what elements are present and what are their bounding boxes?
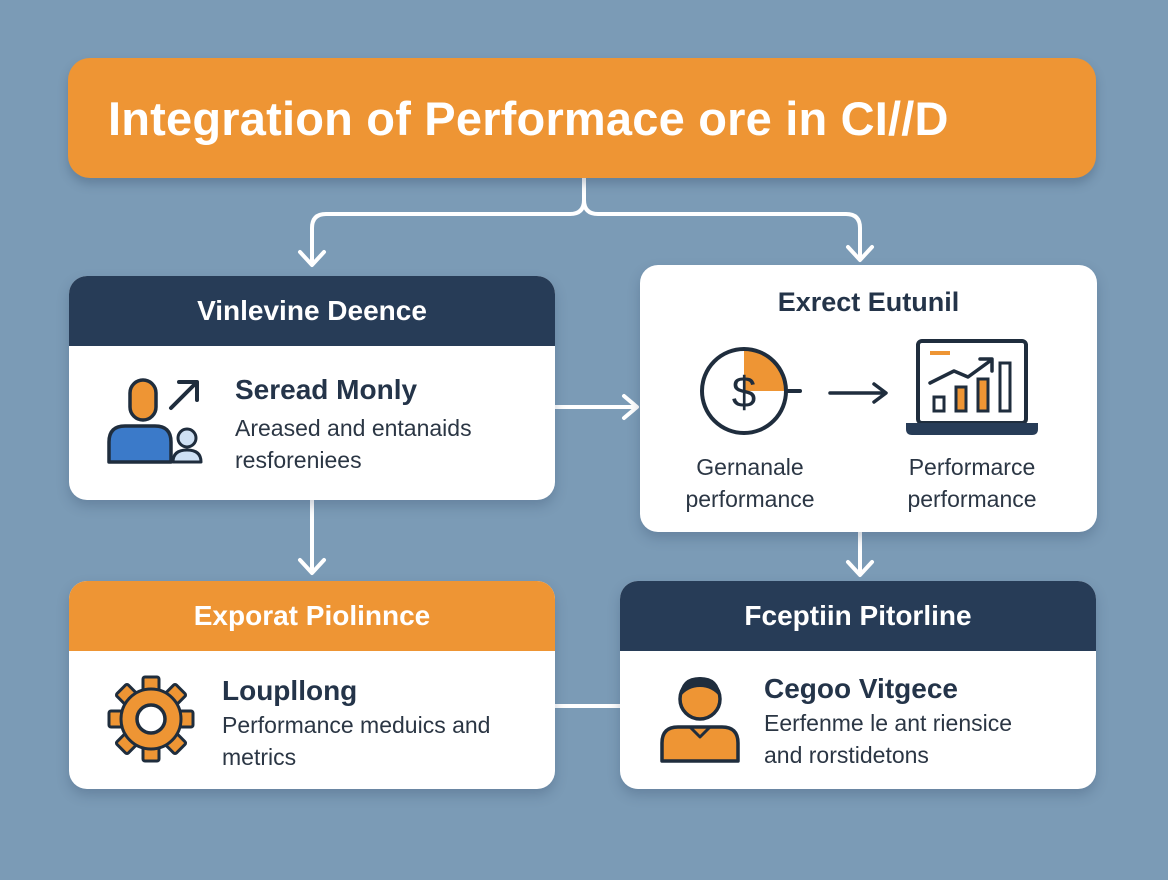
- card-bottom-left-desc-line2: metrics: [222, 744, 297, 770]
- gear-icon: [107, 675, 195, 763]
- user-arrow-icon: [107, 378, 203, 464]
- card-bottom-right-desc-line1: Eerfenme le ant riensice: [764, 710, 1013, 736]
- card-top-right-left-caption-line1: Gernanale: [696, 454, 804, 480]
- diagram-title: Integration of Performace ore in CI//D: [108, 91, 949, 145]
- card-bottom-right-item-title: Cegoo Vitgece: [764, 673, 958, 704]
- card-bottom-left-item-title: Loupllong: [222, 675, 358, 706]
- card-bottom-right-header: Fceptiin Pitorline: [620, 581, 1096, 651]
- person-icon: [660, 677, 740, 763]
- title-banner: Integration of Performace ore in CI//D: [68, 58, 1096, 178]
- card-bottom-left-desc-line1: Performance meduics and: [222, 712, 491, 738]
- card-top-left[interactable]: Vinlevine Deence Seread Monly Areased an…: [69, 276, 555, 500]
- dollar-clock-icon: $: [700, 347, 802, 435]
- card-top-left-desc-line1: Areased and entanaids: [235, 415, 472, 441]
- card-top-left-header: Vinlevine Deence: [69, 276, 555, 346]
- arrowhead-right: [846, 245, 874, 262]
- arrowhead-tl-to-tr: [622, 394, 639, 420]
- connector-title-split: [310, 176, 862, 264]
- card-top-left-desc-line2: resforeniees: [235, 447, 362, 473]
- card-top-right-left-caption-line2: performance: [685, 486, 815, 512]
- card-bottom-left[interactable]: Exporat Piolinnce Loupllong Performance …: [69, 581, 555, 789]
- laptop-chart-icon: [906, 339, 1038, 435]
- card-top-right-right-caption-line2: performance: [907, 486, 1037, 512]
- arrowhead-tr-to-br: [846, 560, 874, 577]
- svg-text:$: $: [732, 368, 756, 417]
- card-bottom-right-desc-line2: and rorstidetons: [764, 742, 929, 768]
- card-top-left-item-title: Seread Monly: [235, 374, 418, 405]
- arrowhead-tl-to-bl: [298, 558, 326, 575]
- arrowhead-left: [298, 250, 326, 267]
- card-top-right[interactable]: Exrect Eutunil $ Gernanale performance P…: [640, 265, 1097, 532]
- card-top-right-header: Exrect Eutunil: [777, 287, 960, 317]
- card-top-right-right-caption-line1: Performarce: [908, 454, 1036, 480]
- flow-arrow-icon: [828, 382, 888, 404]
- card-bottom-right[interactable]: Fceptiin Pitorline Cegoo Vitgece Eerfenm…: [620, 581, 1096, 789]
- card-bottom-left-header: Exporat Piolinnce: [69, 581, 555, 651]
